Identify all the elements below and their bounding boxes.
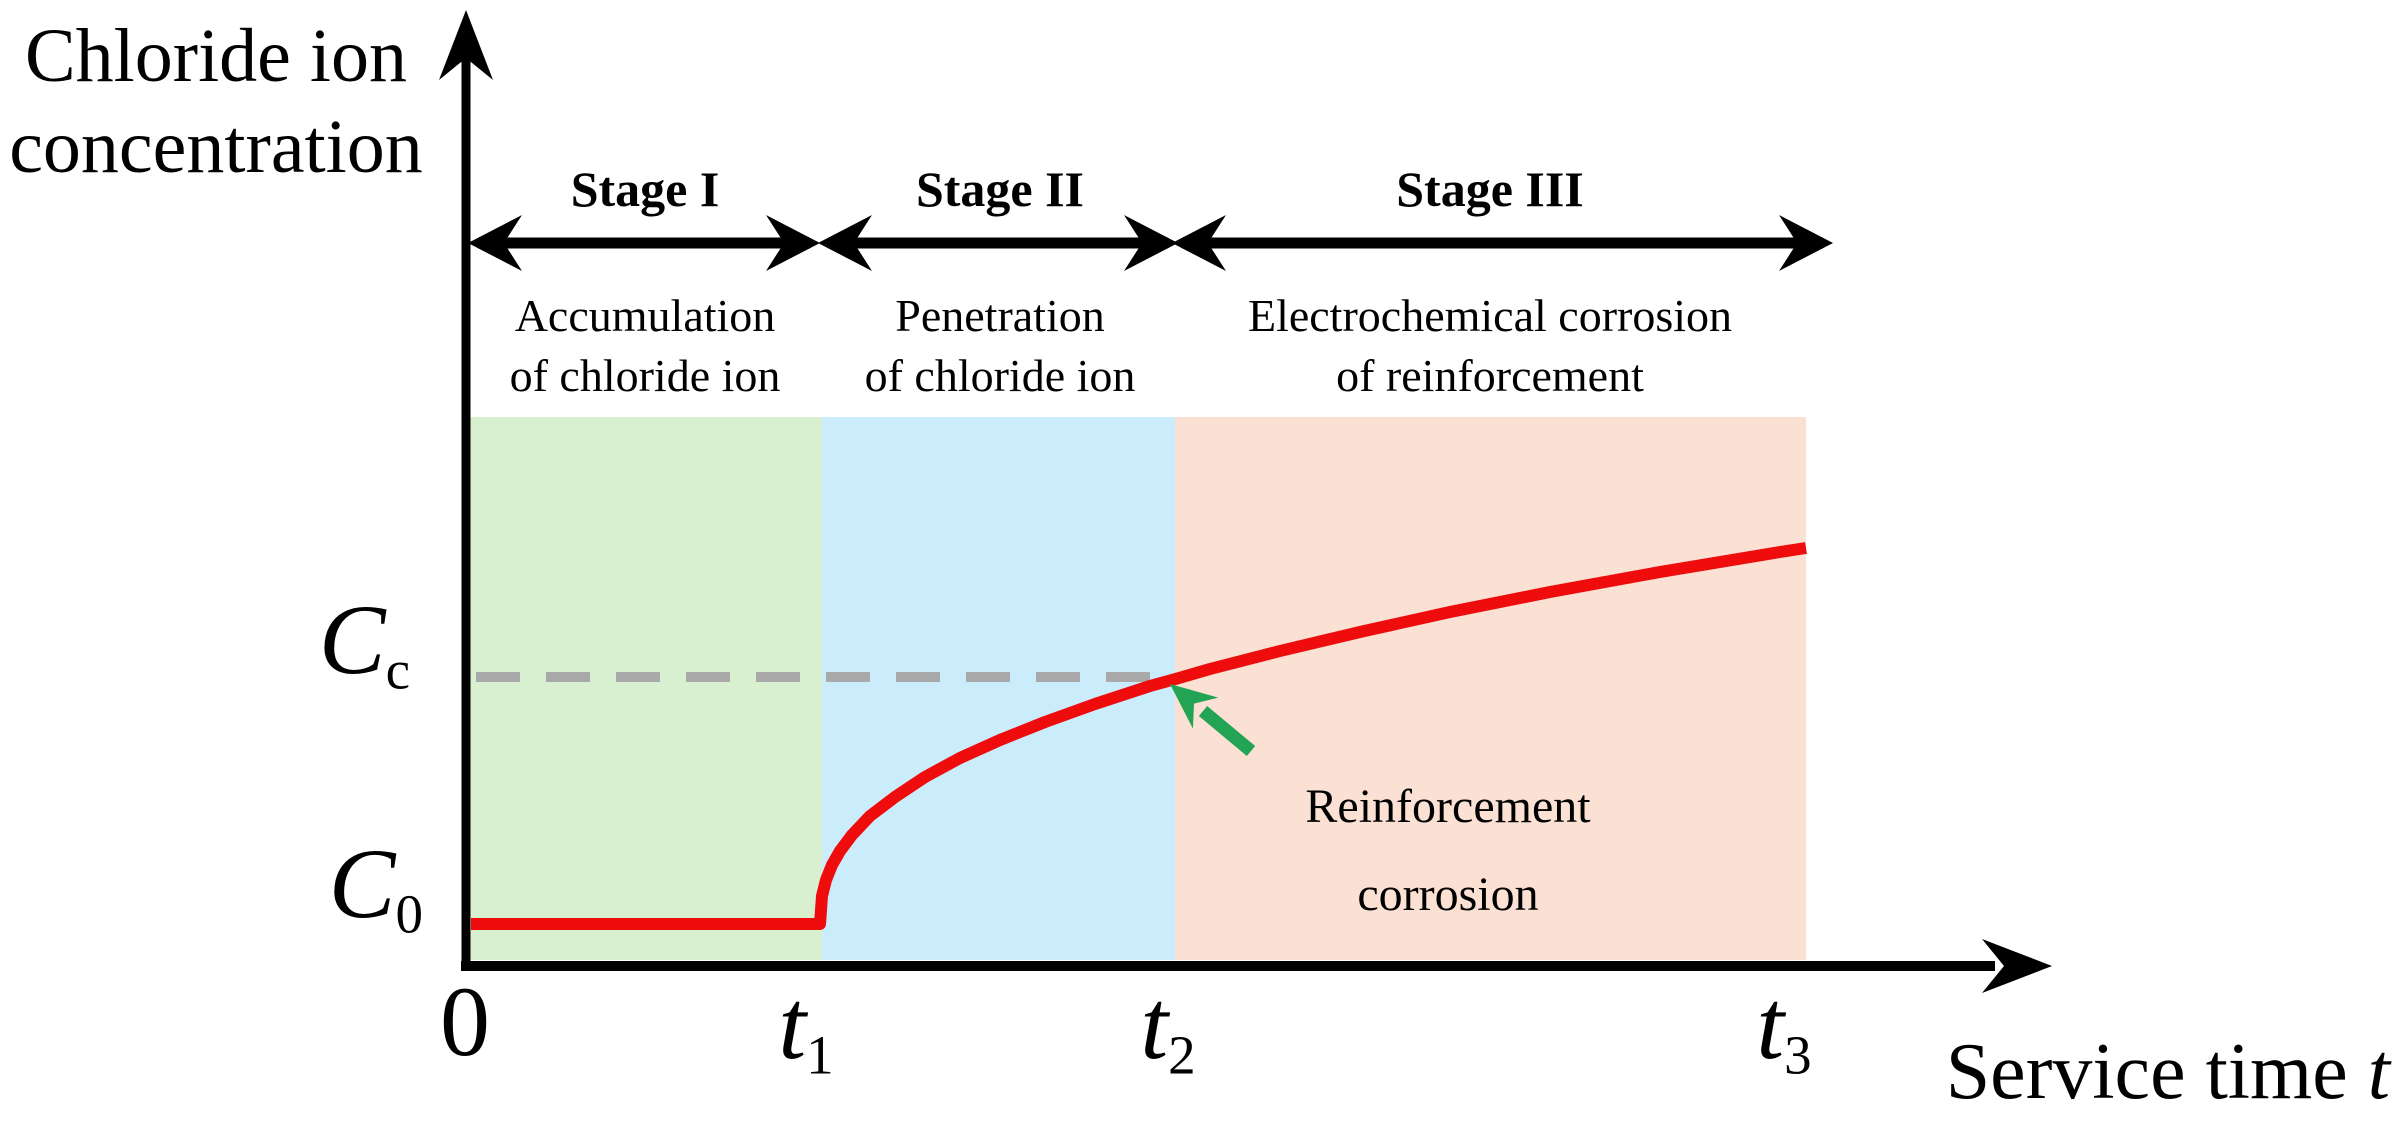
x-axis-title-text: Service time (1945, 1028, 2368, 1116)
y-axis-title-line1: Chloride ion (24, 14, 408, 98)
stage-3-label: Stage III (1396, 161, 1584, 217)
t2-subscript: 2 (1168, 1024, 1196, 1086)
t1-subscript: 1 (806, 1024, 834, 1086)
critical-concentration-symbol: C (318, 584, 386, 695)
stage-1-caption-line1: Accumulation (514, 290, 776, 341)
annotation-line1: Reinforcement (1305, 780, 1591, 833)
initial-concentration-subscript: 0 (395, 883, 424, 945)
stage-1-caption: Accumulation of chloride ion (395, 286, 895, 406)
stage-3-caption: Electrochemical corrosion of reinforceme… (1140, 286, 1840, 406)
initial-concentration-label: C0 (173, 834, 424, 945)
x-tick-t3: t3 (1684, 975, 1884, 1086)
stage-1-range-arrow-right-head (766, 215, 820, 271)
stage-2-range-arrow-right-head (1124, 215, 1178, 271)
stage-2-caption: Penetration of chloride ion (750, 286, 1250, 406)
stage-2-caption-line1: Penetration (895, 290, 1105, 341)
stage-3-range-arrow-left-head (1172, 215, 1226, 271)
stage-2-label: Stage II (915, 161, 1085, 217)
stage-1-caption-line2: of chloride ion (509, 350, 781, 401)
x-axis-title: Service time t (1840, 1032, 2390, 1112)
t2-symbol: t (1140, 969, 1169, 1080)
stage-3-caption-line1: Electrochemical corrosion (1247, 290, 1733, 341)
stage-band-3 (1175, 417, 1806, 960)
annotation-line2: corrosion (1357, 868, 1539, 921)
y-axis-arrowhead (439, 10, 493, 80)
initial-concentration-symbol: C (328, 828, 396, 939)
x-axis-title-symbol: t (2367, 1028, 2390, 1116)
stage-2-caption-line2: of chloride ion (864, 350, 1136, 401)
corrosion-pointer-arrow-shaft (1198, 706, 1256, 756)
stage-2-range-arrow-left-head (818, 215, 872, 271)
stage-1-range-arrow-left-head (468, 215, 522, 271)
t3-symbol: t (1756, 969, 1785, 1080)
x-tick-origin: 0 (415, 972, 515, 1072)
x-tick-t2: t2 (1068, 975, 1268, 1086)
reinforcement-corrosion-annotation: Reinforcement corrosion (1283, 763, 1613, 939)
origin-zero: 0 (440, 966, 490, 1077)
x-axis-arrowhead (1982, 939, 2052, 993)
critical-concentration-subscript: c (385, 639, 410, 701)
y-axis-title-line2: concentration (9, 105, 423, 189)
stage-3-range-arrow-right-head (1779, 215, 1833, 271)
stage-1-label: Stage I (570, 161, 720, 217)
stage-band-1 (470, 417, 822, 960)
t1-symbol: t (778, 969, 807, 1080)
t3-subscript: 3 (1784, 1024, 1812, 1086)
stage-3-caption-line2: of reinforcement (1336, 350, 1644, 401)
x-tick-t1: t1 (706, 975, 906, 1086)
y-axis-title: Chloride ion concentration (0, 11, 432, 193)
stage-band-2 (822, 417, 1175, 960)
critical-concentration-label: Cc (160, 590, 410, 701)
corrosion-pointer-arrowhead (1170, 684, 1219, 729)
concentration-curve (471, 542, 1807, 930)
